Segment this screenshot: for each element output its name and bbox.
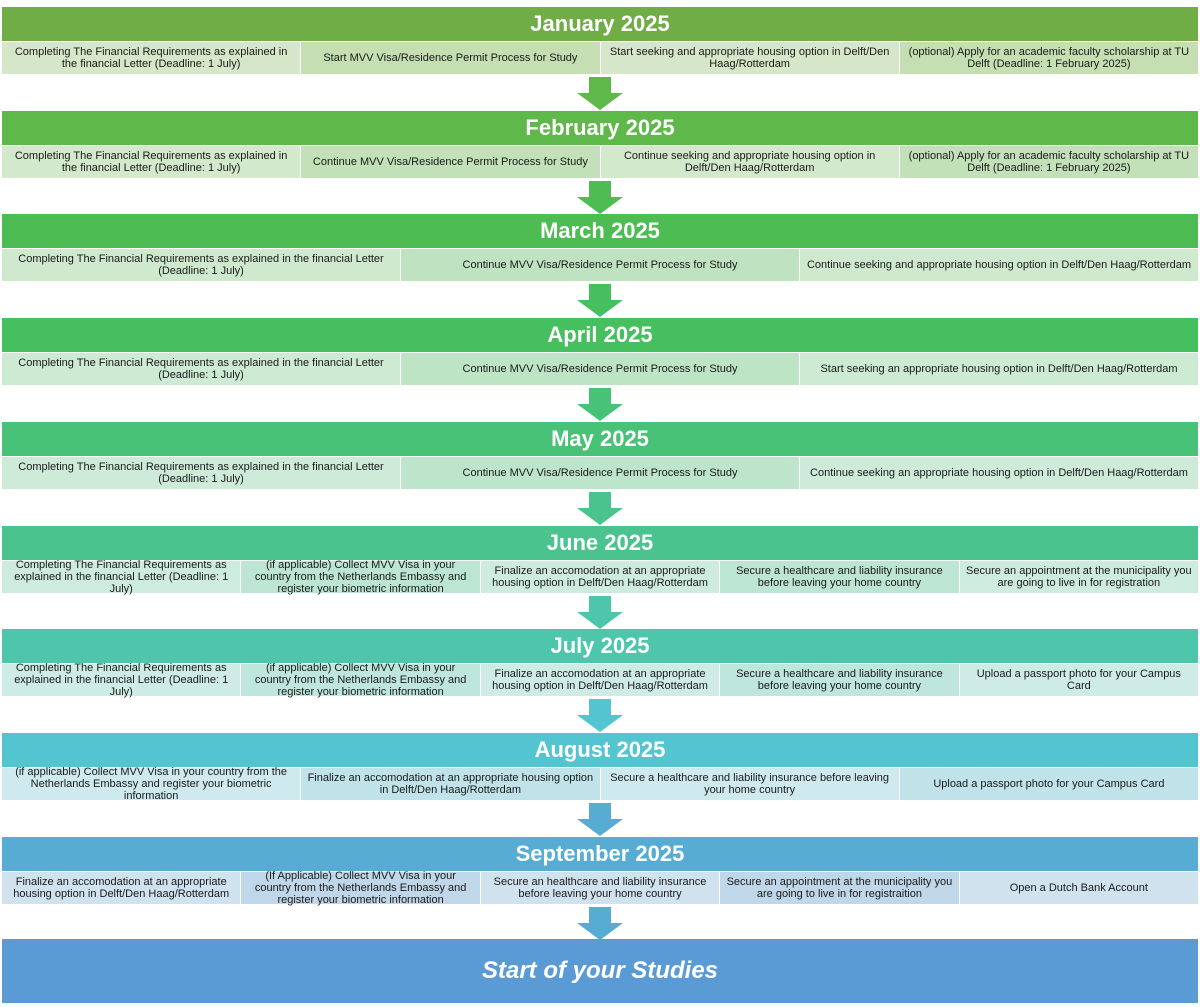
task-row: Finalize an accomodation at an appropria… bbox=[2, 870, 1199, 906]
month-header: August 2025 bbox=[2, 732, 1198, 767]
task-cell: Completing The Financial Requirements as… bbox=[2, 145, 302, 178]
task-cell: (optional) Apply for an academic faculty… bbox=[899, 145, 1198, 178]
task-cell: Finalize an accomodation at an appropria… bbox=[480, 664, 721, 697]
month-header: January 2025 bbox=[2, 7, 1198, 41]
start-of-studies-title: Start of your Studies bbox=[481, 957, 719, 984]
task-cell: Finalize an accomodation at an appropria… bbox=[2, 871, 242, 904]
task-cell: Secure an healthcare and liability insur… bbox=[480, 871, 721, 904]
month-header: May 2025 bbox=[2, 421, 1198, 456]
task-cell: Completing The Financial Requirements as… bbox=[2, 249, 401, 282]
down-arrow-icon bbox=[577, 284, 623, 318]
task-cell: (if applicable) Collect MVV Visa in your… bbox=[241, 559, 481, 595]
task-row: Completing The Financial Requirements as… bbox=[2, 456, 1198, 489]
down-arrow-icon bbox=[577, 906, 623, 940]
down-arrow-icon bbox=[577, 388, 623, 422]
month-header: February 2025 bbox=[2, 110, 1198, 145]
task-row: Completing The Financial Requirements as… bbox=[2, 42, 1198, 74]
month-header: September 2025 bbox=[2, 836, 1198, 871]
task-cell: Start seeking and appropriate housing op… bbox=[600, 42, 900, 74]
down-arrow-icon bbox=[577, 491, 623, 525]
task-cell: Continue MVV Visa/Residence Permit Proce… bbox=[301, 145, 601, 178]
task-cell: Finalize an accomodation at an appropria… bbox=[480, 560, 721, 593]
down-arrow-icon bbox=[577, 180, 623, 214]
task-row: Completing The Financial Requirements as… bbox=[2, 662, 1199, 698]
task-row: Completing The Financial Requirements as… bbox=[2, 249, 1198, 282]
task-row: Completing The Financial Requirements as… bbox=[2, 145, 1198, 178]
down-arrow-icon bbox=[577, 595, 623, 629]
task-cell: Secure a healthcare and liability insura… bbox=[600, 767, 900, 800]
task-row: Completing The Financial Requirements as… bbox=[2, 559, 1199, 595]
task-cell: Completing The Financial Requirements as… bbox=[2, 456, 401, 489]
task-cell: (if applicable) Collect MVV Visa in your… bbox=[2, 766, 302, 802]
task-cell: Completing The Financial Requirements as… bbox=[2, 353, 401, 386]
month-header: July 2025 bbox=[2, 629, 1198, 664]
task-cell: Start seeking an appropriate housing opt… bbox=[800, 353, 1198, 386]
task-cell: Upload a passport photo for your Campus … bbox=[899, 767, 1198, 800]
task-cell: Completing The Financial Requirements as… bbox=[2, 42, 302, 74]
start-of-studies-banner: Start of your Studies bbox=[2, 939, 1198, 1003]
month-header: April 2025 bbox=[2, 318, 1198, 353]
task-row: (if applicable) Collect MVV Visa in your… bbox=[2, 766, 1198, 802]
task-cell: (if applicable) Collect MVV Visa in your… bbox=[241, 662, 481, 698]
month-header: March 2025 bbox=[2, 214, 1198, 249]
task-cell: (If Applicable) Collect MVV Visa in your… bbox=[241, 870, 481, 906]
task-cell: Continue seeking and appropriate housing… bbox=[800, 249, 1198, 282]
task-cell: Continue MVV Visa/Residence Permit Proce… bbox=[401, 353, 800, 386]
task-cell: (optional) Apply for an academic faculty… bbox=[899, 42, 1198, 74]
month-header: June 2025 bbox=[2, 525, 1198, 560]
down-arrow-icon bbox=[577, 77, 623, 110]
task-cell: Continue seeking and appropriate housing… bbox=[600, 145, 900, 178]
down-arrow-icon bbox=[577, 699, 623, 733]
task-cell: Open a Dutch Bank Account bbox=[959, 871, 1199, 904]
task-cell: Continue MVV Visa/Residence Permit Proce… bbox=[401, 456, 800, 489]
task-cell: Completing The Financial Requirements as… bbox=[2, 559, 242, 595]
task-row: Completing The Financial Requirements as… bbox=[2, 353, 1198, 386]
task-cell: Secure an appointment at the municipalit… bbox=[959, 560, 1199, 593]
task-cell: Continue MVV Visa/Residence Permit Proce… bbox=[401, 249, 800, 282]
task-cell: Continue seeking an appropriate housing … bbox=[800, 456, 1198, 489]
task-cell: Start MVV Visa/Residence Permit Process … bbox=[301, 42, 601, 74]
down-arrow-icon bbox=[577, 802, 623, 836]
task-cell: Secure a healthcare and liability insura… bbox=[720, 560, 960, 593]
task-cell: Finalize an accomodation at an appropria… bbox=[301, 767, 601, 800]
task-cell: Secure a healthcare and liability insura… bbox=[720, 664, 960, 697]
task-cell: Secure an appointment at the municipalit… bbox=[720, 871, 960, 904]
task-cell: Completing The Financial Requirements as… bbox=[2, 662, 242, 698]
task-cell: Upload a passport photo for your Campus … bbox=[959, 664, 1199, 697]
